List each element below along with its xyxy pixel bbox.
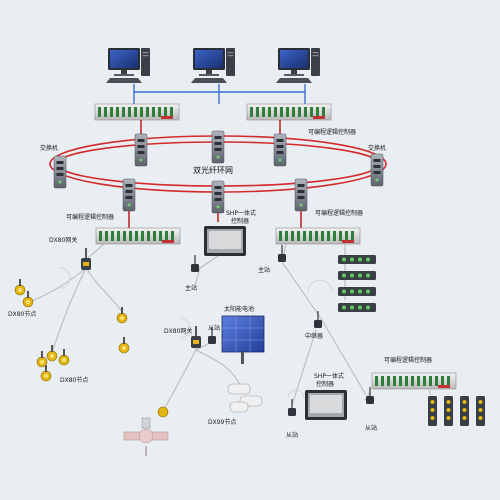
master-mid-label: 主站 [185, 284, 197, 292]
workstation-computer-2 [191, 48, 235, 83]
field-io-2 [444, 396, 453, 426]
plc-right-label: 可编程逻辑控制器 [315, 209, 363, 217]
field-io-4 [476, 396, 485, 426]
dx80-node-b [14, 278, 26, 296]
io-module-3 [338, 287, 376, 296]
switch-ring-4 [122, 178, 136, 212]
plc-top-right [246, 103, 332, 121]
plc-mid-right [275, 227, 361, 245]
switch-ring-5 [211, 180, 225, 214]
ethernet-bus [133, 84, 306, 104]
switch-ring-left [53, 155, 67, 189]
shp-controller-bottom [305, 390, 347, 420]
dx80-node-g [58, 348, 70, 366]
switch-ring-right [370, 153, 384, 187]
flow-sensor [123, 406, 169, 456]
field-io-3 [460, 396, 469, 426]
master-right-label: 主站 [258, 266, 270, 274]
dx80-node-d [118, 336, 130, 354]
dx80-node-e [36, 350, 48, 368]
plc-left-label: 可编程逻辑控制器 [66, 213, 114, 221]
shp-top-label-2: 控制器 [231, 217, 249, 225]
plc-top-right-label: 可编程逻辑控制器 [308, 128, 356, 136]
shp-controller-top [204, 226, 246, 256]
dx80-gateway-mid-label: DX80网关 [164, 327, 192, 335]
switch-right-label: 交换机 [368, 144, 386, 152]
solar-panel [221, 315, 265, 364]
workstation-row [106, 48, 320, 83]
shp-bottom-label-2: 控制器 [316, 380, 334, 388]
dx99-node-label: DX99节点 [208, 418, 236, 426]
dx80-gateway-top-label: DX80网关 [49, 236, 77, 244]
switch-left-label: 交换机 [40, 144, 58, 152]
plc-bottom-label: 可编程逻辑控制器 [384, 356, 432, 364]
plc-bottom-right [371, 372, 457, 390]
dx99-node-group [227, 383, 263, 413]
io-module-1 [338, 255, 376, 264]
plc-top-left [94, 103, 180, 121]
dx80-node-label-2: DX80节点 [60, 376, 88, 384]
slave-right-label: 从站 [365, 424, 377, 432]
dx80-node-c [116, 306, 128, 324]
switch-ring-2 [211, 130, 225, 164]
radio-master-mid [191, 255, 199, 272]
wireless-signal-arcs [59, 267, 333, 399]
switch-ring-1 [134, 133, 148, 167]
switch-plc-links-bottom [128, 211, 302, 228]
shp-top-label-1: SHP一体式 [226, 209, 256, 217]
slave-mid-label: 从站 [208, 324, 220, 332]
field-io-1 [428, 396, 437, 426]
slave-bottom-label: 从站 [286, 431, 298, 439]
repeater [314, 311, 322, 328]
repeater-label: 中继器 [305, 332, 323, 340]
ring-label: 双光纤环网 [193, 165, 233, 175]
solar-label: 太阳能电池 [224, 305, 254, 313]
switch-ring-6 [294, 178, 308, 212]
io-module-2 [338, 271, 376, 280]
dx80-node-a [22, 290, 34, 308]
switch-ring-3 [273, 133, 287, 167]
io-module-4 [338, 303, 376, 312]
workstation-computer-1 [106, 48, 150, 83]
workstation-computer-3 [276, 48, 320, 83]
dx80-node-f [46, 344, 58, 362]
dx80-gateway-top [81, 248, 91, 270]
shp-bottom-label-1: SHP一体式 [314, 372, 344, 380]
dx80-gateway-mid [191, 326, 201, 348]
dx80-node-h [40, 364, 52, 382]
plc-mid-left [95, 227, 181, 245]
dx80-node-label-1: DX80节点 [8, 310, 36, 318]
radio-slave-bottom [288, 399, 296, 416]
